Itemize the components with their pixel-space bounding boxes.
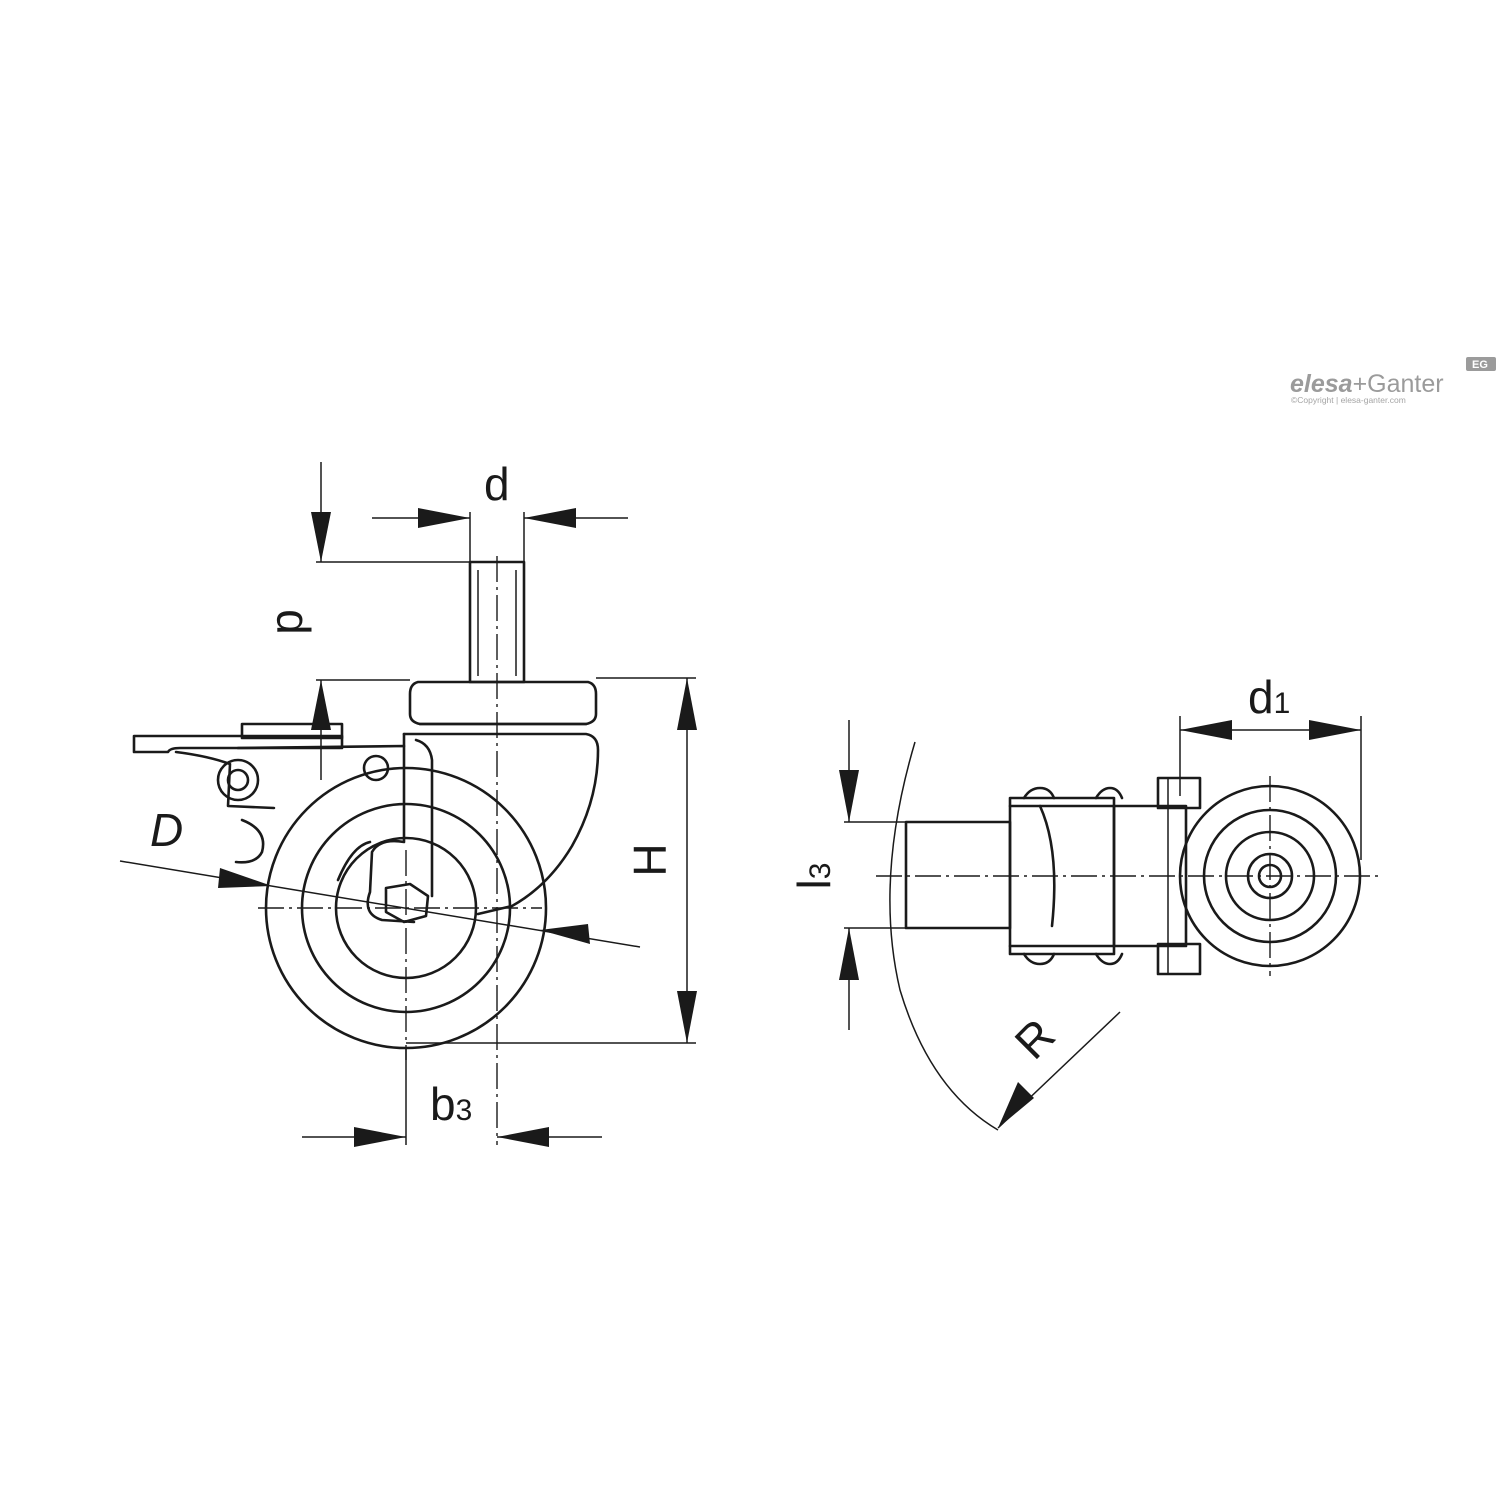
label-R: R [1005, 1009, 1065, 1069]
logo-badge [1466, 357, 1496, 371]
label-H: H [624, 843, 676, 876]
logo-copyright: ©Copyright | elesa-ganter.com [1291, 395, 1406, 405]
elesa-ganter-logo: EG elesa+Ganter ©Copyright | elesa-gante… [1290, 357, 1496, 405]
axle-nut [384, 882, 430, 924]
label-b3: b3 [430, 1078, 472, 1130]
dimension-d1: d1 [1179, 671, 1362, 860]
dimension-R: R [997, 1009, 1121, 1129]
dimension-p: p [260, 462, 470, 780]
dimension-l3: l3 [788, 720, 906, 1030]
top-view: d1 l3 R [788, 671, 1378, 1131]
fork-housing [402, 732, 600, 916]
label-p: p [260, 609, 312, 635]
logo-wordmark: elesa+Ganter [1290, 370, 1444, 398]
label-l3: l3 [788, 863, 840, 890]
dimension-d: d [372, 458, 628, 562]
brake-lever [132, 722, 416, 924]
swivel-radius-arc [889, 741, 999, 1131]
dimension-b3: b3 [302, 1048, 602, 1147]
dimension-D: D [119, 804, 641, 948]
top-plate [408, 680, 598, 726]
label-d: d [484, 458, 510, 510]
side-view: d p H D [119, 458, 697, 1147]
logo-badge-text: EG [1472, 359, 1488, 371]
label-d1: d1 [1248, 671, 1290, 723]
dimension-H: H [406, 677, 697, 1044]
label-D: D [150, 804, 183, 856]
